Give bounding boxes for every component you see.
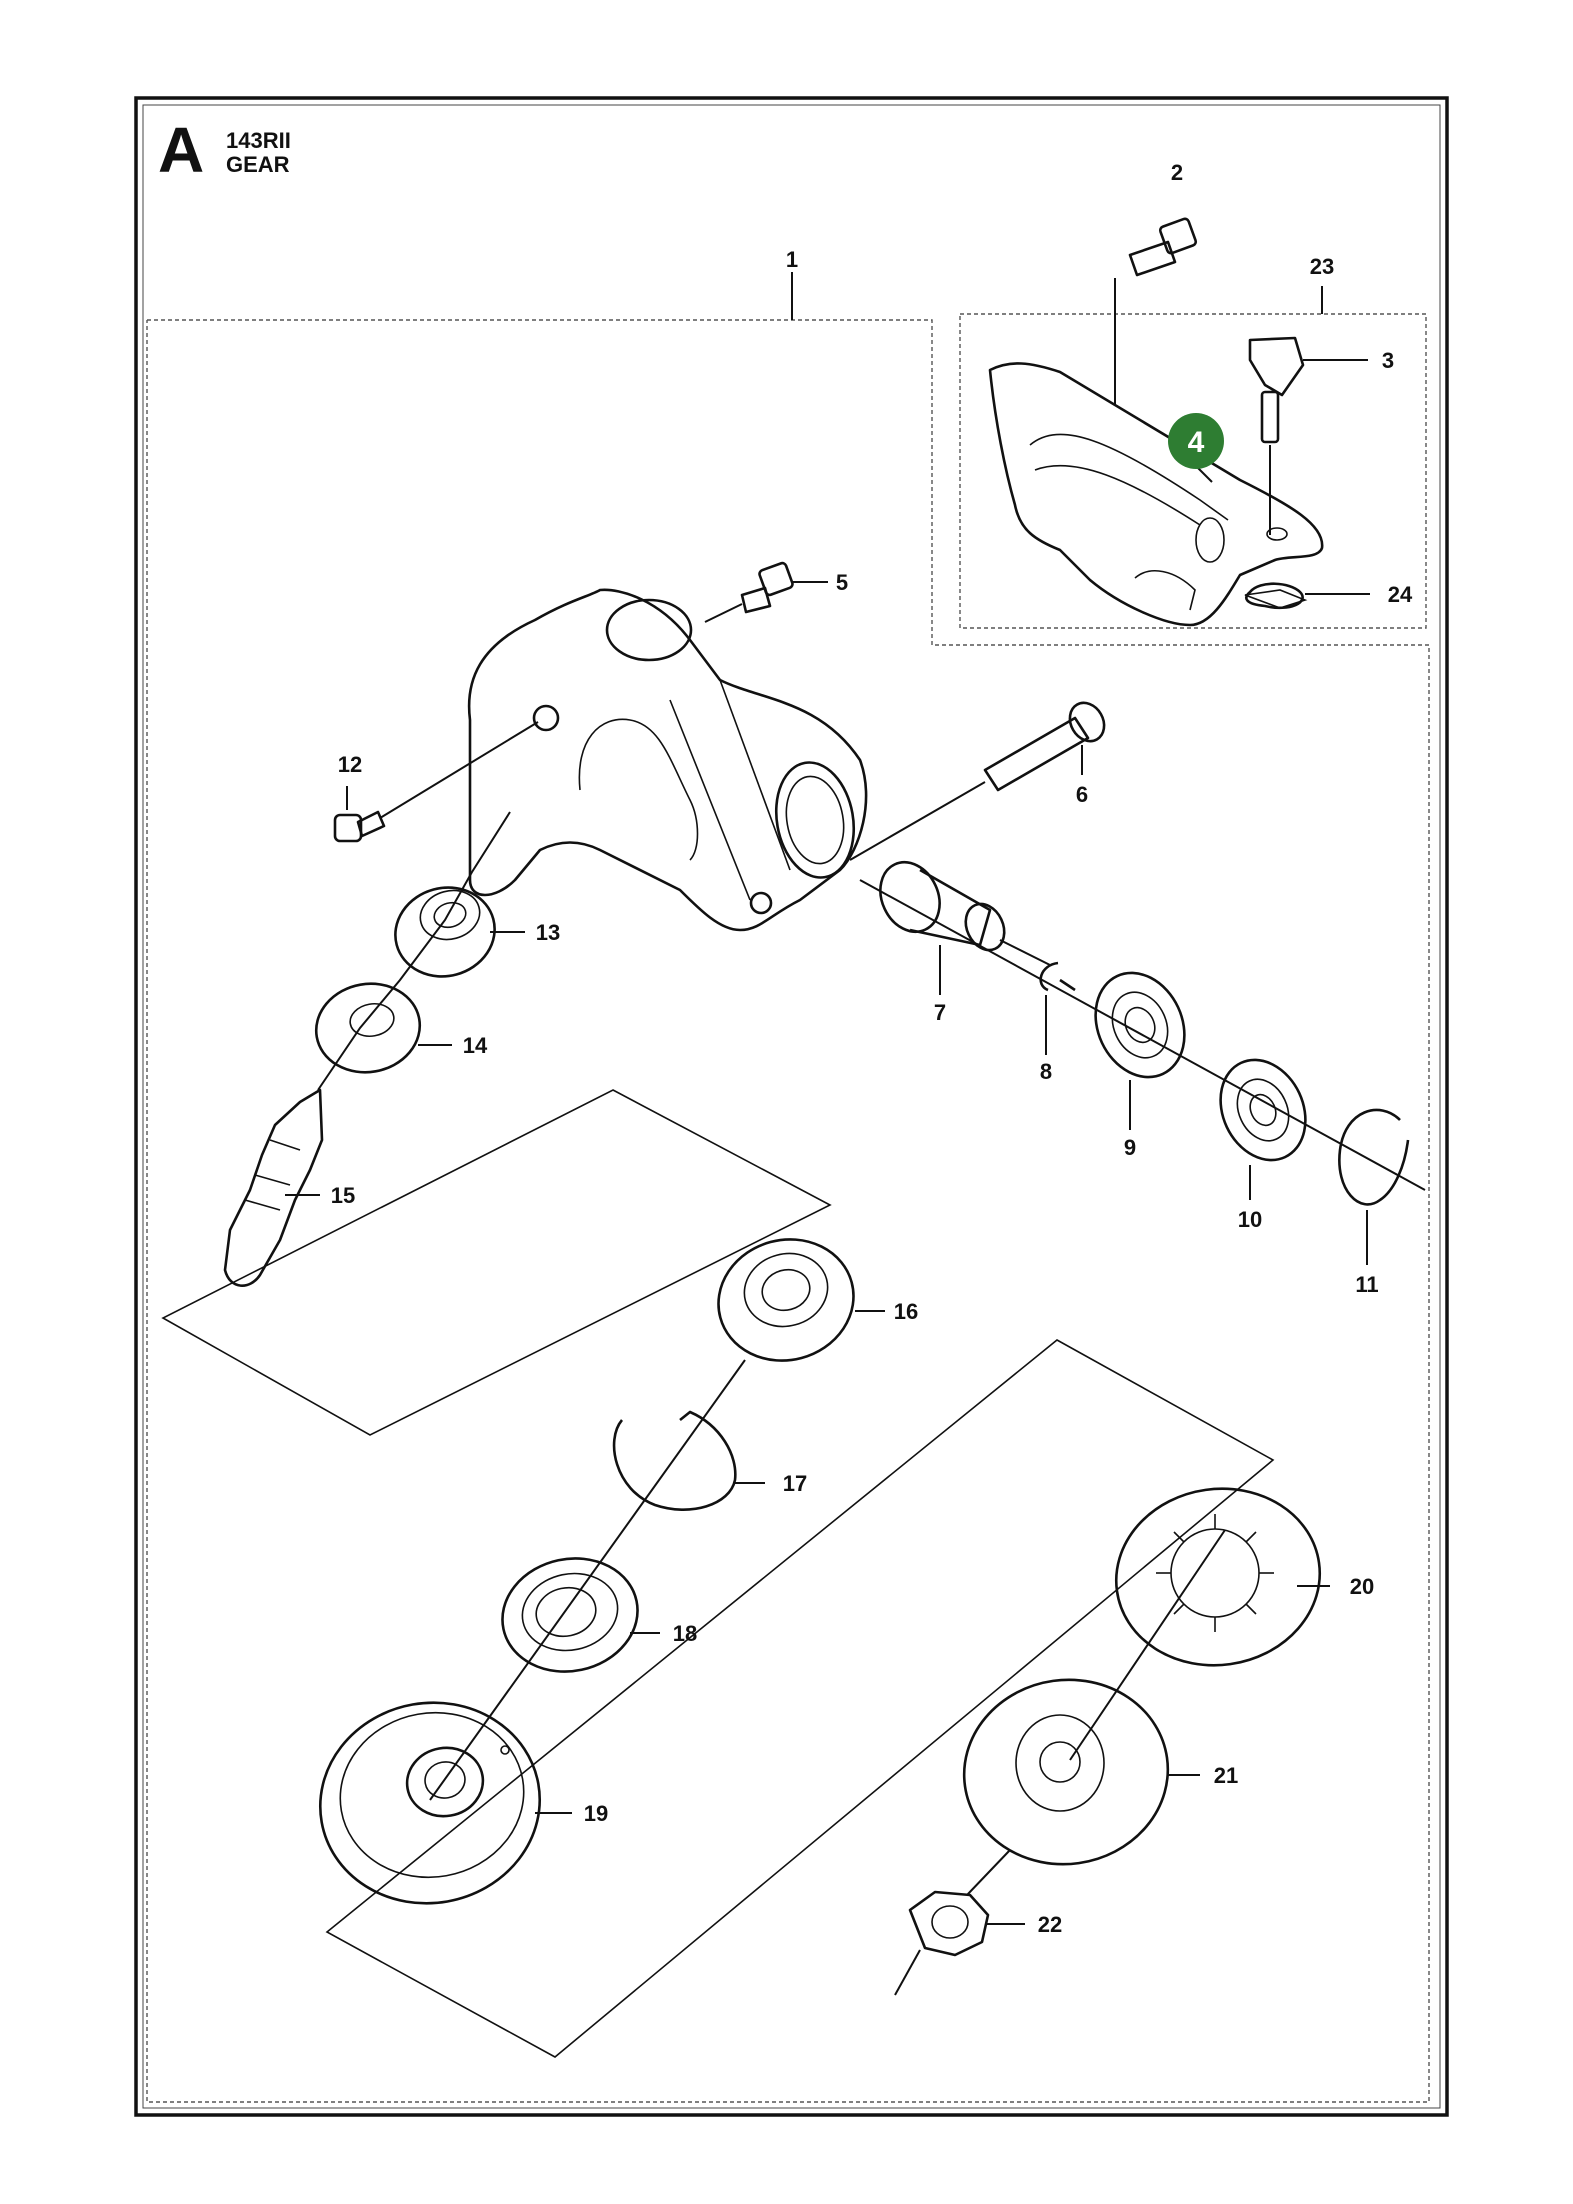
inner-frame: [142, 104, 1441, 2109]
outer-frame: [134, 96, 1449, 2117]
pinion-gear-7: [879, 860, 1051, 995]
callout-6: 6: [1076, 782, 1088, 807]
retaining-ring-11: [1338, 1108, 1410, 1206]
gear-housing-group-box: [146, 319, 1430, 2103]
callout-18: 18: [673, 1621, 697, 1646]
washer-20: [1114, 1487, 1330, 1667]
screw-12: [333, 721, 539, 843]
screw-5: [704, 561, 828, 623]
seal-14: [314, 982, 452, 1074]
callout-24: 24: [1388, 582, 1413, 607]
highlight-label: 4: [1188, 426, 1205, 459]
callout-22: 22: [1038, 1912, 1062, 1937]
screw-3: [1248, 336, 1368, 535]
guard-group-box: [959, 313, 1427, 629]
callout-3: 3: [1382, 348, 1394, 373]
callout-5: 5: [836, 570, 848, 595]
axis-line-input: [317, 811, 511, 1091]
axis-line-lower: [429, 1359, 746, 1801]
callout-10: 10: [1238, 1207, 1262, 1232]
callout-9: 9: [1124, 1135, 1136, 1160]
pin-6: [849, 701, 1106, 861]
gear-housing: [467, 588, 868, 932]
callout-15: 15: [331, 1183, 355, 1208]
axis-line-output: [859, 879, 1426, 1191]
screw-2: [1114, 217, 1198, 405]
washer-24: [1245, 582, 1304, 610]
assembly-title: GEAR: [226, 152, 290, 177]
highlight-callout-4: 4: [1168, 413, 1224, 483]
callout-23: 23: [1310, 254, 1334, 279]
callout-20: 20: [1350, 1574, 1374, 1599]
callout-19: 19: [584, 1801, 608, 1826]
callout-7: 7: [934, 1000, 946, 1025]
disc-21: [962, 1678, 1200, 1866]
callout-21: 21: [1214, 1763, 1238, 1788]
callout-1: 1: [786, 247, 798, 272]
model-number: 143RII: [226, 128, 291, 153]
callout-11: 11: [1355, 1272, 1378, 1297]
bearing-9: [1094, 971, 1186, 1130]
shaft-15: [223, 1088, 324, 1287]
axis-line-washers: [1069, 1529, 1226, 1761]
callout-12: 12: [338, 752, 362, 777]
callout-2: 2: [1171, 160, 1183, 185]
trimmer-guard: [988, 362, 1324, 627]
callout-8: 8: [1040, 1059, 1052, 1084]
hub-19: [318, 1701, 572, 1905]
circlip-17: [612, 1410, 737, 1511]
callout-14: 14: [463, 1033, 488, 1058]
output-subgroup-outline: [325, 1339, 1275, 2058]
nut-22: [894, 1849, 1025, 1996]
seal-18: [501, 1557, 660, 1673]
section-letter: A: [158, 114, 205, 186]
callout-13: 13: [536, 920, 560, 945]
bearing-16: [717, 1238, 885, 1362]
callout-16: 16: [894, 1299, 918, 1324]
circlip-8: [1039, 961, 1076, 992]
callout-17: 17: [783, 1471, 807, 1496]
bearing-13: [394, 886, 525, 978]
bearing-10: [1219, 1058, 1307, 1200]
shaft-subgroup-outline: [161, 1089, 832, 1436]
